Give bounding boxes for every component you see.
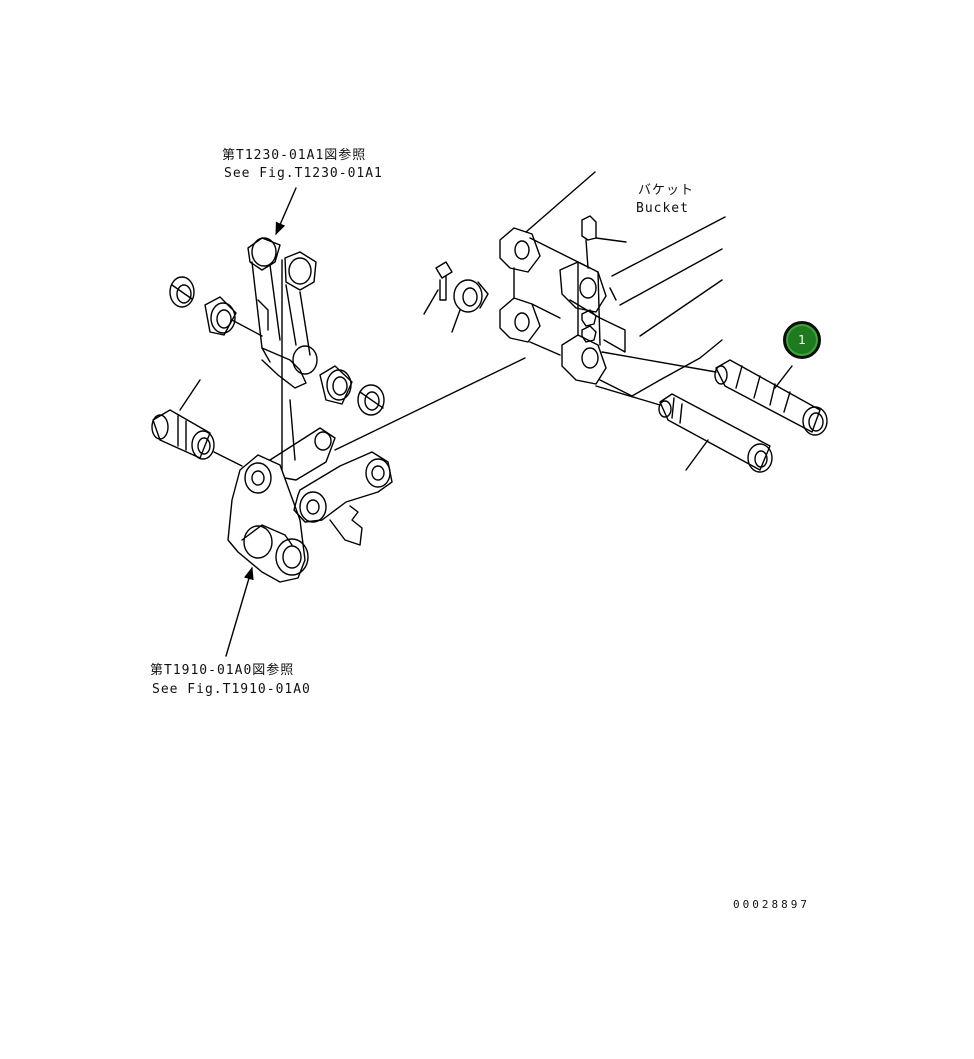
reference-label-top-english: See Fig.T1230-01A1	[224, 166, 383, 181]
part-callout-1[interactable]: 1	[783, 321, 821, 359]
pin-part-1	[601, 351, 828, 436]
seal-ring-right	[357, 384, 385, 416]
bucket-label-english: Bucket	[636, 201, 689, 216]
bushing-left	[204, 296, 263, 337]
upper-link	[247, 237, 318, 389]
bushing-right	[319, 365, 353, 405]
pin-lower	[595, 385, 773, 473]
reference-label-top-japanese: 第T1230-01A1図参照	[222, 148, 367, 163]
retainer-ring	[451, 279, 489, 333]
leader-line	[334, 357, 526, 451]
bucket-bracket	[499, 171, 726, 397]
bucket-label-japanese: バケット	[638, 183, 695, 198]
linch-pin	[423, 261, 453, 315]
drawing-number: 00028897	[733, 898, 810, 911]
seal-ring-left	[169, 276, 195, 308]
part-callout-number: 1	[798, 333, 806, 347]
reference-label-bottom-japanese: 第T1910-01A0図参照	[150, 663, 295, 678]
bolt	[581, 215, 627, 269]
nut-washer	[581, 309, 597, 343]
leader-arrow-top	[275, 187, 297, 236]
pin-left	[151, 379, 243, 467]
lower-link-assembly	[227, 259, 393, 583]
leader-arrow-bottom	[225, 566, 254, 657]
reference-label-bottom-english: See Fig.T1910-01A0	[152, 682, 311, 697]
